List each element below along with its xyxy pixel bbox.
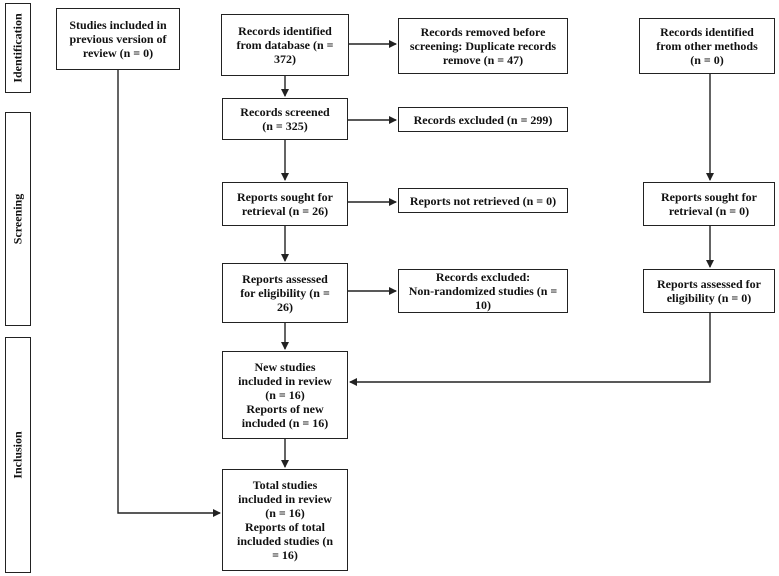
reports-assessed-other-box: Reports assessed for eligibility (n = 0) [643,269,775,313]
records-removed-box: Records removed before screening: Duplic… [398,18,568,74]
previous-studies-box: Studies included in previous version of … [56,8,180,70]
stage-inclusion: Inclusion [5,337,31,573]
reports-assessed-database-box: Reports assessed for eligibility (n = 26… [222,263,348,323]
stage-screening: Screening [5,112,31,326]
total-studies-box: Total studies included in review (n = 16… [222,469,348,571]
records-identified-database-box: Records identified from database (n = 37… [221,14,349,76]
stage-identification: Identification [5,3,31,93]
reports-sought-database-box: Reports sought for retrieval (n = 26) [222,182,348,226]
records-identified-other-box: Records identified from other methods (n… [639,18,775,74]
reports-not-retrieved-box: Reports not retrieved (n = 0) [398,188,568,213]
records-excluded-nonrandomized-box: Records excluded: Non-randomized studies… [398,269,568,313]
new-studies-box: New studies included in review (n = 16) … [222,351,348,439]
records-excluded-box: Records excluded (n = 299) [398,107,568,132]
arrow-previous-to-total [117,70,221,517]
reports-sought-other-box: Reports sought for retrieval (n = 0) [643,182,775,226]
records-screened-box: Records screened (n = 325) [222,98,348,140]
arrow-other-assessed-to-new-studies [349,313,711,386]
